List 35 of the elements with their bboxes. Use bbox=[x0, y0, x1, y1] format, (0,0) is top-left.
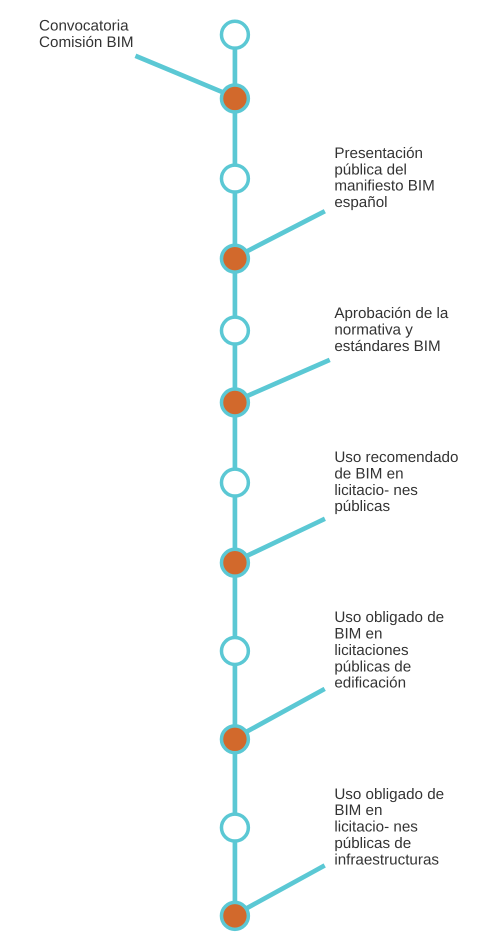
node-text: Presentación pública del manifiesto BIM español bbox=[334, 144, 435, 211]
connector bbox=[232, 344, 238, 388]
node-text: Aprobación de la normativa y estándares BIM bbox=[334, 304, 448, 354]
node-circle bbox=[220, 314, 250, 346]
node-text: Uso recomendado de BIM en licitacio- nes públicas bbox=[334, 448, 458, 515]
connector bbox=[232, 840, 238, 902]
connector bbox=[232, 752, 238, 814]
connector bbox=[245, 862, 326, 910]
connector bbox=[232, 576, 238, 638]
connector bbox=[246, 516, 326, 558]
connector bbox=[232, 112, 238, 164]
connector bbox=[232, 272, 238, 317]
node-circle bbox=[220, 19, 250, 50]
node-circle bbox=[220, 812, 250, 842]
node-text: Convocatoria Comisión BIM bbox=[39, 17, 134, 50]
node-circle bbox=[220, 386, 250, 418]
connector bbox=[232, 496, 238, 548]
node-circle bbox=[220, 547, 250, 578]
node-circle bbox=[220, 82, 250, 114]
connector bbox=[232, 192, 238, 244]
connector bbox=[246, 357, 331, 398]
node-text: Uso obligado de BIM en licitacio- nes públicas de infraestructuras bbox=[334, 785, 444, 868]
node-text: Uso obligado de BIM en licitaciones públicas de edificación bbox=[334, 608, 444, 692]
node-circle bbox=[220, 900, 250, 931]
connector bbox=[232, 48, 238, 84]
node-circle bbox=[220, 162, 250, 194]
connector bbox=[232, 416, 238, 468]
connector bbox=[134, 53, 224, 94]
node-circle bbox=[220, 635, 250, 666]
node-circle bbox=[220, 242, 250, 274]
node-circle bbox=[220, 466, 250, 498]
connector bbox=[246, 208, 326, 253]
connector bbox=[232, 664, 238, 726]
node-circle bbox=[220, 724, 250, 754]
connector bbox=[245, 686, 326, 734]
